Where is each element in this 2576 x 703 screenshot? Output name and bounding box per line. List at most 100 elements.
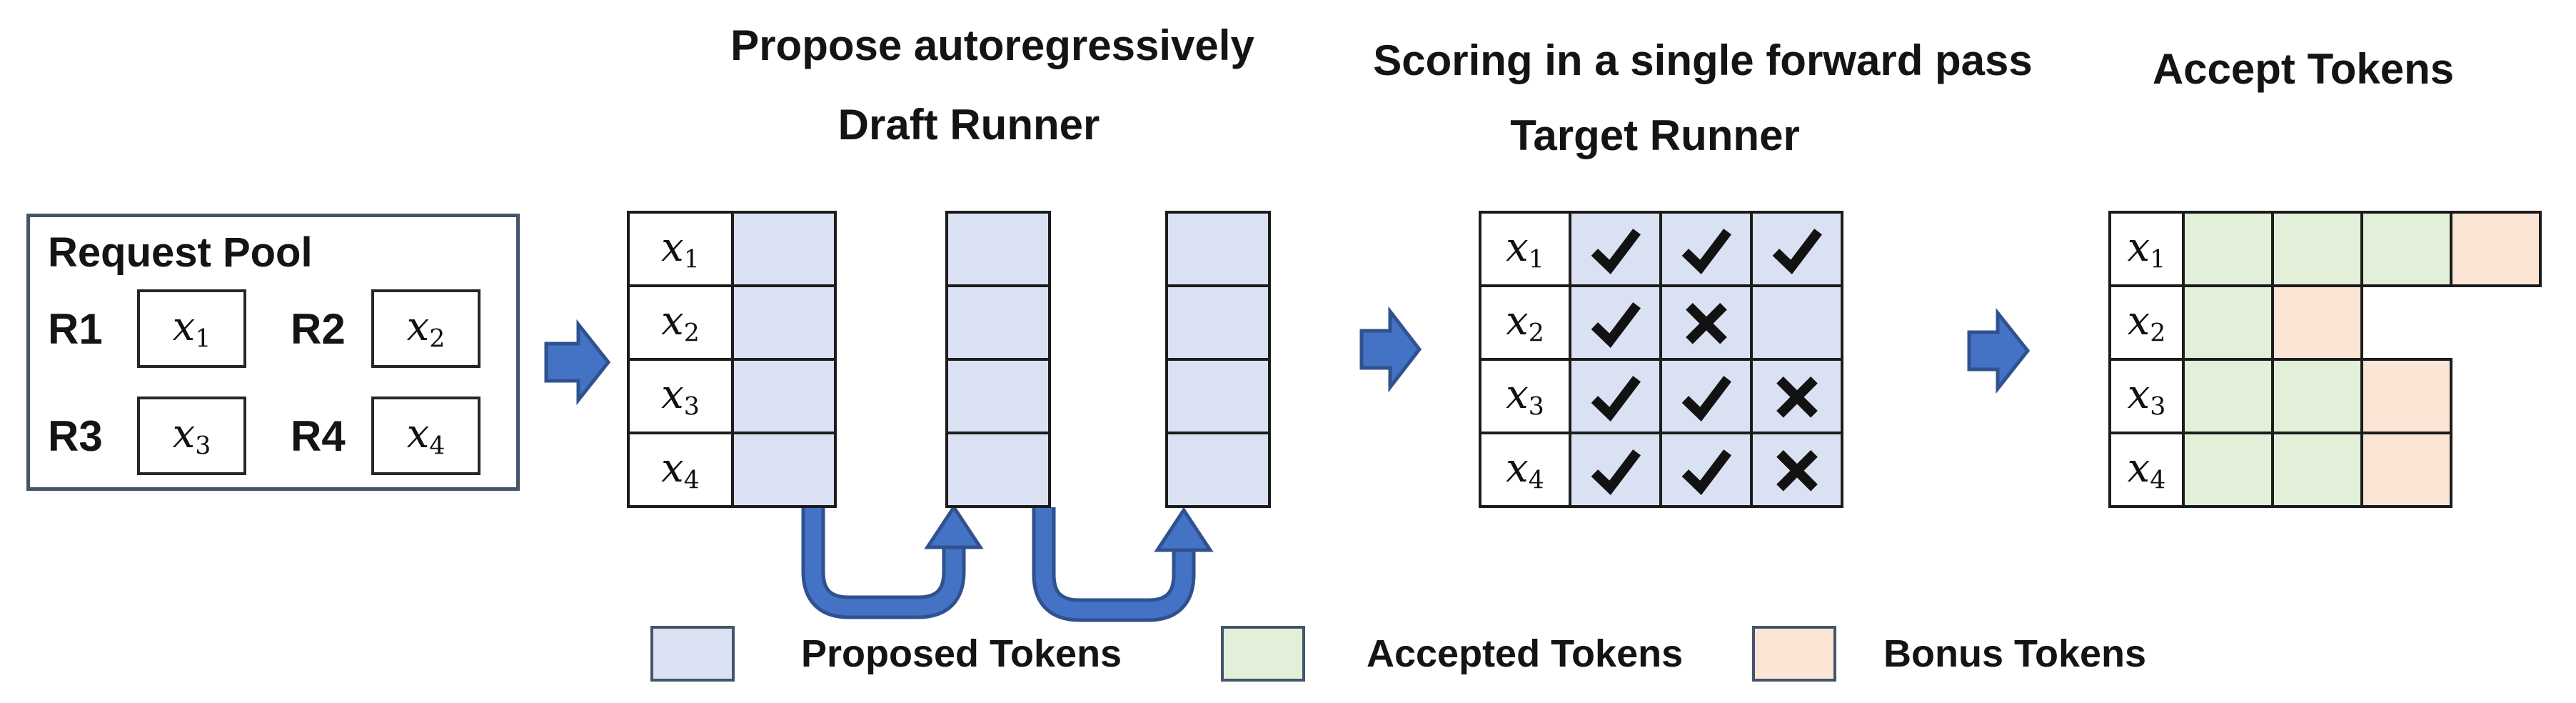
request-token-box: x3 (137, 397, 246, 475)
bonus-token-cell (2360, 432, 2452, 508)
flow-arrow-pool-to-draft (544, 319, 611, 406)
score-cell (1569, 432, 1662, 508)
legend-label: Accepted Tokens (1367, 632, 1684, 675)
draft-proposal-column-2 (945, 211, 1051, 508)
row-label-cell: x4 (627, 432, 734, 508)
row-label-cell: x3 (627, 358, 734, 434)
cross-icon (1685, 302, 1727, 344)
row-label-cell: x1 (2108, 211, 2185, 287)
accepted-token-cell (2182, 284, 2274, 361)
score-cell (1659, 432, 1753, 508)
score-cell (1659, 211, 1753, 287)
check-icon (1681, 228, 1731, 274)
proposed-token-cell (1165, 358, 1271, 434)
bonus-token-cell (2450, 211, 2542, 287)
proposed-token-cell (945, 432, 1051, 508)
request-r4: R4 x4 (291, 397, 481, 475)
row-label-cell: x2 (2108, 284, 2185, 361)
accepted-token-cell (2271, 358, 2363, 434)
check-icon (1681, 449, 1731, 495)
score-cell (1569, 358, 1662, 434)
request-id: R1 (48, 304, 103, 353)
proposed-token-cell (1165, 284, 1271, 361)
bonus-token-cell (2360, 358, 2452, 434)
check-icon (1772, 228, 1822, 274)
proposed-token-cell (945, 284, 1051, 361)
proposed-token-cell (731, 211, 837, 287)
request-token-box: x4 (371, 397, 481, 475)
autoregressive-loop-arrow-1 (805, 506, 962, 616)
score-cell (1569, 284, 1662, 361)
accepted-token-cell (2271, 211, 2363, 287)
request-token-box: x2 (371, 289, 481, 368)
target-runner-title: Target Runner (1510, 111, 1800, 159)
target-stage-title: Scoring in a single forward pass (1373, 36, 2033, 84)
proposed-token-swatch (650, 626, 735, 682)
autoregressive-loop-arrowhead-1 (924, 504, 984, 549)
score-cell (1750, 211, 1843, 287)
draft-proposal-column-3 (1165, 211, 1271, 508)
row-label-cell: x1 (1479, 211, 1571, 287)
check-icon (1591, 228, 1641, 274)
row-label-cell: x1 (627, 211, 734, 287)
accepted-token-swatch (1221, 626, 1305, 682)
row-label-cell: x4 (1479, 432, 1571, 508)
check-icon (1591, 301, 1641, 348)
draft-runner-title: Draft Runner (837, 101, 1100, 149)
cross-icon (1776, 376, 1818, 418)
autoregressive-loop-arrowhead-2 (1154, 507, 1214, 552)
autoregressive-loop-arrow-2-outline (1032, 507, 1196, 622)
request-r1: R1 x1 (48, 289, 246, 368)
check-icon (1591, 375, 1641, 422)
legend-label: Proposed Tokens (801, 632, 1122, 675)
row-label-cell: x3 (2108, 358, 2185, 434)
proposed-token-cell (945, 211, 1051, 287)
legend-item-bonus: Bonus Tokens (1752, 626, 2146, 682)
accepted-token-cell (2271, 432, 2363, 508)
request-id: R4 (291, 412, 346, 460)
accepted-token-cell (2182, 211, 2274, 287)
proposed-token-cell (731, 432, 837, 508)
autoregressive-loop-arrow-2 (1035, 507, 1192, 619)
legend-label: Bonus Tokens (1883, 632, 2147, 675)
proposed-token-cell (731, 284, 837, 361)
request-id: R3 (48, 412, 103, 460)
proposed-token-cell (731, 358, 837, 434)
proposed-token-cell (1165, 432, 1271, 508)
flow-arrow-draft-to-target (1359, 306, 1422, 393)
score-cell (1750, 358, 1843, 434)
accepted-token-cell (2182, 358, 2274, 434)
score-cell (1750, 284, 1843, 361)
request-id: R2 (291, 304, 346, 353)
row-label-cell: x4 (2108, 432, 2185, 508)
row-label-cell: x2 (627, 284, 734, 361)
bonus-token-cell (2271, 284, 2363, 361)
proposed-token-cell (1165, 211, 1271, 287)
score-cell (1659, 358, 1753, 434)
flow-arrow-target-to-accept (1967, 307, 2031, 394)
draft-stage-title: Propose autoregressively (730, 21, 1254, 69)
request-r3: R3 x3 (48, 397, 246, 475)
request-token-box: x1 (137, 289, 246, 368)
accepted-token-cell (2360, 211, 2452, 287)
legend-item-accepted: Accepted Tokens (1221, 626, 1683, 682)
check-icon (1591, 449, 1641, 495)
accepted-token-cell (2182, 432, 2274, 508)
accept-tokens-title: Accept Tokens (2152, 45, 2455, 93)
bonus-token-swatch (1752, 626, 1836, 682)
score-cell (1569, 211, 1662, 287)
request-r2: R2 x2 (291, 289, 481, 368)
score-cell (1750, 432, 1843, 508)
check-icon (1681, 375, 1731, 422)
request-pool-title: Request Pool (48, 229, 313, 276)
score-cell (1659, 284, 1753, 361)
legend-item-proposed: Proposed Tokens (650, 626, 1122, 682)
autoregressive-loop-arrow-1-outline (801, 506, 966, 619)
cross-icon (1776, 449, 1818, 492)
row-label-cell: x2 (1479, 284, 1571, 361)
proposed-token-cell (945, 358, 1051, 434)
